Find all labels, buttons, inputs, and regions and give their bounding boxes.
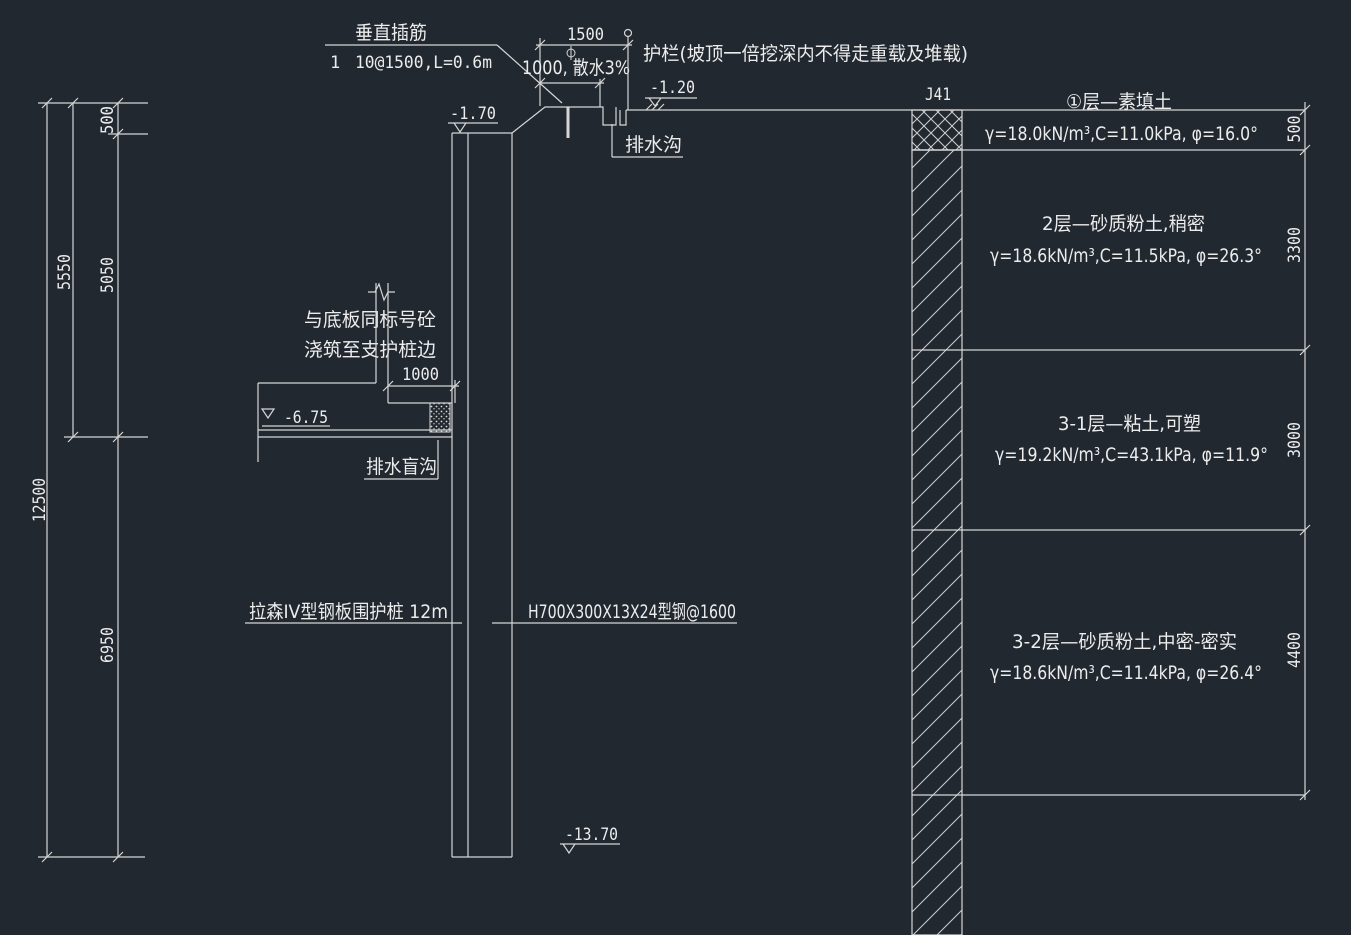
layer-3-params: γ=19.2kN/m³,C=43.1kPa, φ=11.9°	[995, 444, 1268, 466]
waler-label: H700X300X13X24型钢@1600	[528, 601, 736, 623]
rebar-leader-diagonal	[496, 44, 563, 104]
borehole-fill-crosshatch	[911, 109, 963, 151]
dim-ticks-left	[41, 97, 124, 863]
slope-crest-line	[511, 106, 600, 134]
pile-label: 拉森IV型钢板围护桩 12m	[249, 601, 448, 623]
rebar-title: 垂直插筋	[355, 22, 427, 44]
layer-4-name: 3-2层—砂质粉土,中密-密实	[1012, 631, 1237, 653]
crest-detail-group: 垂直插筋 1 10@1500,L=0.6m 1500 1000, 散水3% 护栏…	[325, 22, 1305, 158]
layer-2-name: 2层—砂质粉土,稍密	[1042, 213, 1205, 235]
sheet-pile-group	[451, 132, 513, 858]
bottom-level-text: -6.75	[284, 408, 328, 428]
excavation-detail-group: 与底板同标号砼 浇筑至支护桩边 1000 -6.75 排水盲沟 拉森IV型钢板围…	[245, 282, 737, 855]
dim-text-6950: 6950	[98, 627, 118, 663]
apron-dim-ticks	[534, 77, 606, 89]
left-dimension-group: 500 5050 5550 6950 12500	[30, 97, 148, 863]
layer-3-thickness: 3000	[1285, 422, 1305, 458]
fill-note-line-1: 与底板同标号砼	[304, 309, 436, 331]
railing-note: 护栏(坡顶一倍挖深内不得走重载及堆载)	[643, 43, 968, 65]
ground-level-marker-icon	[645, 97, 665, 111]
borehole-id: J41	[925, 85, 951, 105]
layer-2-params: γ=18.6kN/m³,C=11.5kPa, φ=26.3°	[990, 245, 1262, 267]
layer-1-thickness: 500	[1285, 116, 1305, 143]
rebar-count: 1	[330, 53, 340, 73]
layer-1-params: γ=18.0kN/m³,C=11.0kPa, φ=16.0°	[985, 123, 1258, 145]
gravel-drain-box	[429, 402, 451, 433]
crest-width-text: 1500	[567, 25, 604, 45]
toe-level-text: -13.70	[565, 825, 618, 845]
fill-dim-ticks	[382, 380, 461, 392]
railing-top-icon	[623, 28, 633, 38]
rebar-spec: 10@1500,L=0.6m	[355, 53, 492, 73]
borehole-group: J41 ①层—素填土 γ=18.0kN/m³,C=11.0kPa, φ=16.0…	[911, 85, 1311, 935]
blind-drain-label: 排水盲沟	[366, 456, 437, 478]
pile-top-level-marker-icon	[453, 122, 467, 134]
layer-4-thickness: 4400	[1285, 632, 1305, 668]
bottom-level-marker-icon	[260, 408, 276, 420]
ditch-label: 排水沟	[625, 134, 682, 156]
dim-text-5050: 5050	[98, 257, 118, 293]
drain-ditch-outline	[600, 106, 627, 126]
layer-dim-ticks	[1299, 104, 1311, 801]
section-symbol-icon	[566, 46, 576, 60]
apron-text: 1000, 散水3%	[522, 57, 630, 79]
dim-text-500: 500	[98, 106, 118, 134]
toe-level-marker-icon	[562, 843, 576, 855]
fill-width-text: 1000	[402, 365, 439, 385]
layer-1-name: ①层—素填土	[1066, 91, 1172, 113]
borehole-column-hatch	[911, 149, 963, 935]
break-mark-icon	[368, 282, 395, 302]
fill-note-line-2: 浇筑至支护桩边	[304, 339, 436, 361]
dim-text-5550: 5550	[55, 254, 75, 290]
ground-level-text: -1.20	[650, 78, 695, 98]
layer-4-params: γ=18.6kN/m³,C=11.4kPa, φ=26.4°	[990, 662, 1262, 684]
layer-3-name: 3-1层—粘土,可塑	[1058, 413, 1201, 435]
dim-text-12500: 12500	[30, 478, 50, 522]
pile-top-level-text: -1.70	[450, 104, 496, 124]
layer-2-thickness: 3300	[1285, 227, 1305, 263]
